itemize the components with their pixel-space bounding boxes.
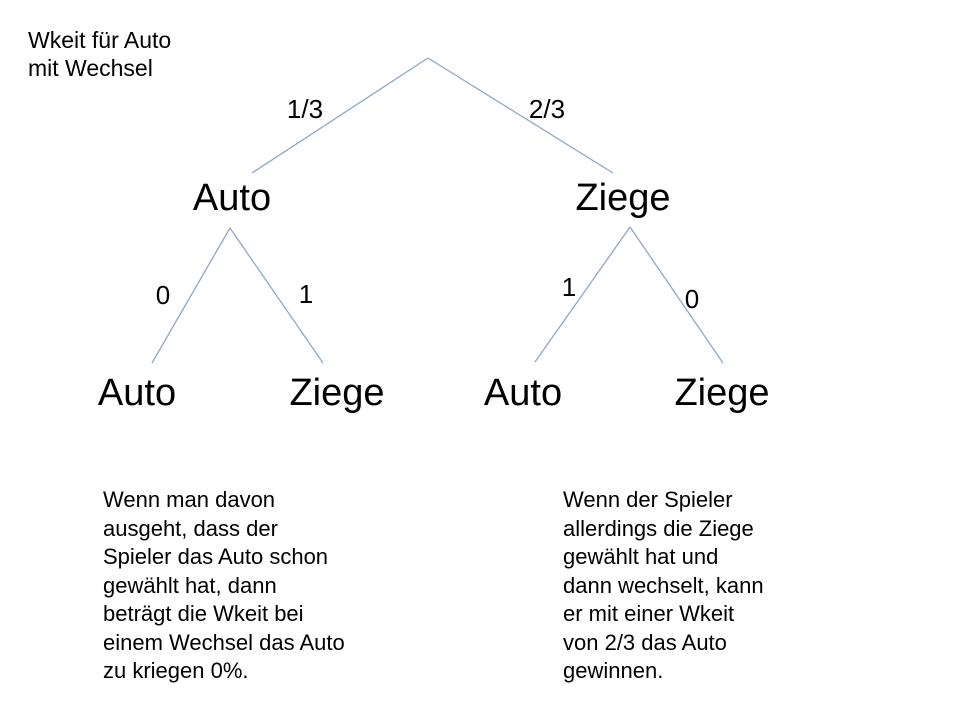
tree-node-auto: Auto [192, 177, 272, 219]
probability-label-auto-right: 1 [298, 279, 314, 309]
probability-label-auto-left: 0 [155, 280, 171, 310]
tree-leaf-auto-ziege: Ziege [289, 372, 385, 414]
note-left-no-switch-from-auto: Wenn man davon ausgeht, dass der Spieler… [103, 487, 345, 683]
tree-leaf-auto-auto: Auto [97, 372, 177, 414]
tree-leaf-ziege-auto: Auto [483, 372, 563, 414]
probability-label-root-right: 2/3 [528, 94, 566, 124]
probability-label-ziege-left: 1 [561, 272, 577, 302]
probability-label-ziege-right: 0 [684, 284, 700, 314]
note-right-switch-from-ziege: Wenn der Spieler allerdings die Ziege ge… [563, 487, 764, 683]
branch-auto-to-ziege [229, 227, 324, 364]
slide-title: Wkeit für Auto mit Wechsel [28, 27, 172, 81]
branch-ziege-to-auto [534, 226, 631, 363]
probability-label-root-left: 1/3 [286, 94, 324, 124]
tree-leaf-ziege-ziege: Ziege [674, 372, 770, 414]
branch-root-to-auto [251, 57, 429, 174]
branch-ziege-to-ziege [629, 226, 724, 364]
tree-node-ziege: Ziege [575, 177, 671, 219]
branch-root-to-ziege [427, 57, 614, 174]
branch-auto-to-auto [151, 227, 231, 364]
